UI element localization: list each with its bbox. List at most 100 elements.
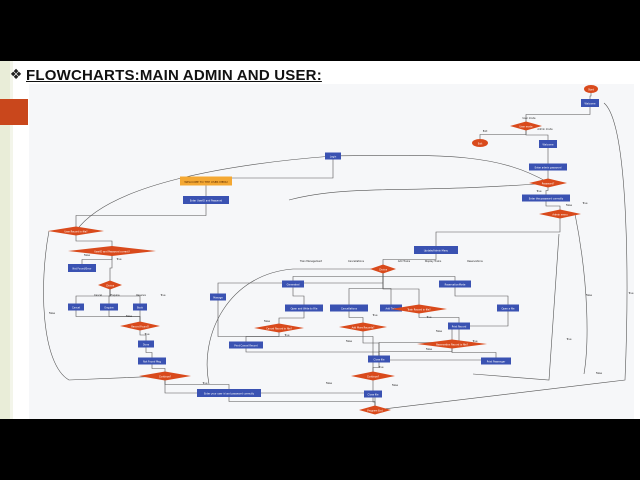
node-shape-u_reserve — [133, 303, 147, 311]
edge-label-e27: True — [472, 340, 478, 343]
node-shape-retry_admin — [522, 194, 570, 202]
node-shape-u_retry — [197, 389, 261, 397]
node-label-user_found: User Record in file? — [64, 231, 88, 234]
node-label-user_choice: Choice — [106, 285, 115, 288]
node-shape-end — [359, 405, 391, 415]
node-label-retry_admin: Enter the password correctly — [529, 198, 564, 201]
edge-label-e4: True — [536, 190, 542, 193]
slide-accent-bar — [0, 99, 28, 125]
node-label-admin_label: Welcome — [543, 144, 554, 147]
edge-label-e33: True — [566, 338, 572, 341]
connector-a_print_cancel-a_close — [245, 345, 380, 359]
edge-label-e6: True — [116, 258, 122, 261]
edge-label-e1: Exit — [483, 130, 488, 133]
edge-label-e5: False — [566, 204, 573, 207]
edge-label-e13: False — [126, 315, 133, 318]
node-label-u_record: Record Found? — [131, 326, 149, 329]
node-shape-u_done — [138, 340, 154, 348]
diamond-bullet-icon: ❖ — [9, 67, 23, 83]
node-label-a_add_rec: Add More Records? — [352, 327, 376, 330]
edge-label-e24: False — [346, 340, 353, 343]
loop-connector-0 — [374, 102, 628, 411]
slide-left-strip — [0, 61, 10, 419]
connector-enter_user-user_found — [75, 200, 207, 231]
node-shape-a_res_rec — [417, 339, 487, 349]
edge-label-e21: True — [284, 334, 290, 337]
connector-a_choice-a_disp — [382, 269, 420, 309]
edge-label-e30: False — [392, 384, 399, 387]
node-label-u_done: Done — [143, 344, 150, 347]
node-shape-a_cancel_rec — [254, 323, 304, 333]
node-shape-a_open — [285, 304, 323, 312]
node-label-admin_menu: Admin menu — [552, 214, 568, 217]
node-label-end: Program End — [367, 410, 383, 413]
node-label-a_cancel_rec: Cancel Record in file? — [266, 328, 292, 331]
loop-connector-1 — [574, 213, 588, 375]
node-label-a_print: Print Record — [452, 326, 467, 329]
node-label-a_res_rec: Reservation Record in file? — [436, 344, 469, 347]
node-label-mode: User mode — [520, 126, 534, 129]
edge-label-e12: True — [144, 333, 150, 336]
connector-a_choice-a_cancel — [348, 269, 384, 308]
edge-label-e10: Reserve — [136, 294, 146, 297]
node-shape-a_choice — [370, 264, 396, 274]
slide-left-strip-inner — [10, 61, 13, 419]
edge-label-e20: Reservations — [467, 260, 483, 263]
node-shape-not_found — [68, 264, 96, 272]
node-shape-check_admin — [529, 178, 567, 188]
node-label-enter_user: Enter UserID and Password — [190, 200, 223, 203]
node-shape-a_train — [282, 280, 304, 288]
node-label-exit: Exit — [478, 143, 483, 146]
node-shape-welcome — [581, 99, 599, 107]
node-shape-a_add_rec — [339, 322, 387, 332]
node-shape-a_open_res — [497, 304, 519, 312]
node-shape-enter_user — [183, 196, 229, 204]
node-shape-a_print_pass — [481, 357, 511, 365]
edge-label-e16: Train Management — [300, 260, 322, 263]
node-label-a_reserve: ReservationMode — [445, 284, 466, 287]
node-shape-admin_label — [539, 140, 557, 148]
node-label-a_close2: Close file — [368, 394, 379, 397]
node-label-a_cancel: Cancellations — [341, 308, 358, 311]
connector-a_choice-a_add — [382, 269, 392, 308]
edge-label-e22: False — [264, 320, 271, 323]
node-shape-update_menu — [414, 246, 458, 254]
loop-connector-2 — [43, 230, 166, 381]
edge-label-e29: True — [378, 366, 384, 369]
node-label-u_cancel: Cancel — [72, 307, 80, 310]
node-label-a_choice: Choice — [379, 269, 388, 272]
connector-user_pass-user_choice — [109, 251, 113, 285]
edge-label-e32: False — [596, 372, 603, 375]
edge-label-e17: Cancellations — [348, 260, 365, 263]
node-label-update_menu: Update/Admin Menu — [424, 250, 449, 253]
loop-connector-5 — [206, 268, 383, 385]
node-shape-a_add — [380, 304, 402, 312]
node-label-u_reserve: Book — [137, 307, 144, 310]
loop-connector-7 — [75, 155, 334, 232]
node-shape-a_print — [448, 322, 470, 330]
node-shape-enter_admin_pass — [529, 163, 567, 171]
connector-a_add_rec-a_close — [362, 327, 380, 359]
connector-a_print-a_close — [378, 326, 460, 359]
node-shape-a_again — [351, 371, 395, 381]
edge-label-e19: Display Trains — [425, 260, 442, 263]
edge-label-e7: False — [84, 254, 91, 257]
node-shape-u_enquire — [100, 303, 118, 311]
node-label-a_again: Continue? — [367, 376, 380, 379]
connector-a_reserve-a_open_res — [454, 284, 509, 308]
connector-user_choice-u_reserve — [109, 285, 141, 307]
node-label-a_print_cancel: Print Cancel Record — [234, 345, 258, 348]
edge-label-e14: True — [202, 382, 208, 385]
edge-label-e8: Cancel — [94, 294, 102, 297]
node-label-a_print_pass: Print Passenger — [487, 361, 506, 364]
node-label-login: Login — [330, 156, 337, 159]
node-shape-a_print_cancel — [229, 341, 263, 349]
edge-label-e35: True — [628, 292, 634, 295]
connector-login-enter_user — [205, 156, 334, 200]
node-label-check_admin: Password? — [542, 183, 555, 186]
connector-a_print_pass-a_close — [378, 359, 497, 361]
